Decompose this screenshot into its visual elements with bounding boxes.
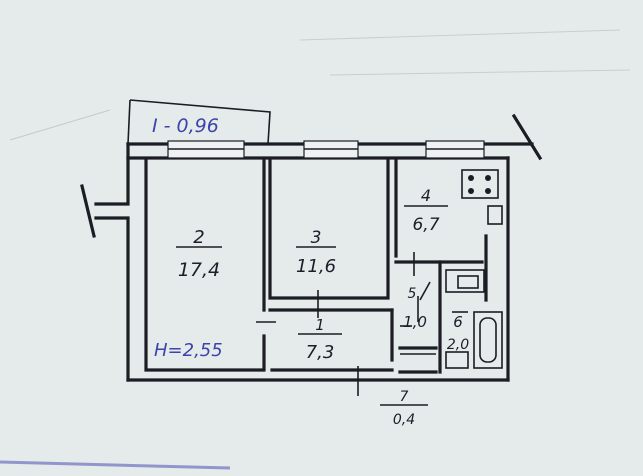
room-7-number: 7 [400, 389, 409, 405]
balcony-label: I - 0,96 [152, 115, 219, 137]
faint-line [329, 69, 631, 76]
bathtub-icon [445, 311, 503, 369]
fraction-bars [176, 205, 448, 406]
toilet-icon [445, 269, 485, 293]
blue-margin-stroke [0, 460, 231, 470]
entrance-stub [80, 142, 130, 382]
room-7-area: 0,4 [393, 412, 415, 428]
room-4-area: 6,7 [412, 215, 439, 235]
door-marks [256, 252, 468, 396]
room-6-number: 6 [453, 313, 463, 331]
room-2-area: 17,4 [178, 259, 220, 281]
room-1-area: 7,3 [306, 342, 335, 363]
room-5-area: 1,0 [403, 313, 427, 331]
faint-line [299, 29, 621, 41]
room-1-number: 1 [315, 316, 325, 334]
room-6-area: 2,0 [447, 337, 469, 353]
room-5-number: 5 [408, 286, 417, 302]
room-4-number: 4 [421, 186, 431, 205]
windows [167, 140, 485, 159]
ceiling-height-note: H=2,55 [154, 340, 223, 361]
room-3-area: 11,6 [296, 256, 336, 277]
stove-icon [461, 169, 503, 225]
interior-walls [144, 158, 488, 374]
room-2-number: 2 [193, 227, 204, 248]
balcony [127, 99, 271, 145]
room-3-number: 3 [311, 228, 322, 248]
faint-line [9, 109, 111, 141]
